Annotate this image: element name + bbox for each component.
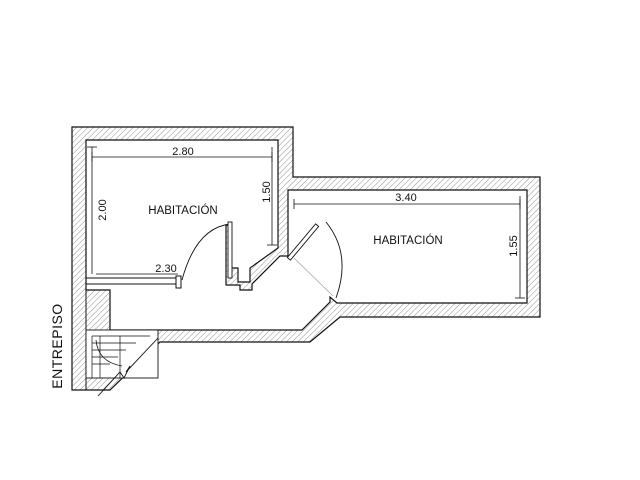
door-swing-room1 (181, 223, 231, 281)
dimension-lines (87, 146, 525, 299)
room1-wall-stub (175, 275, 182, 289)
stair-area (85, 329, 159, 379)
room2-label: HABITACIÓN (373, 234, 442, 247)
dim-room1-height: 2.00 (97, 199, 109, 220)
dim-room2-height: 1.55 (508, 235, 520, 256)
stair-steps (91, 335, 150, 378)
dim-room1-width: 2.80 (172, 146, 193, 158)
stair-curve (95, 339, 123, 367)
dim-room2-width: 3.40 (395, 192, 416, 204)
dim-room1-bottom: 2.30 (155, 263, 176, 275)
stair-break-line (97, 337, 159, 397)
dim-room1-inner-height: 1.50 (261, 181, 273, 202)
door-leaf-room1 (227, 221, 233, 279)
side-label: ENTREPISO (49, 303, 65, 388)
door-leaf-room2 (286, 223, 320, 261)
room1-label: HABITACIÓN (148, 204, 217, 217)
door-swing-room2 (325, 221, 343, 299)
door-opening-line (293, 257, 334, 297)
